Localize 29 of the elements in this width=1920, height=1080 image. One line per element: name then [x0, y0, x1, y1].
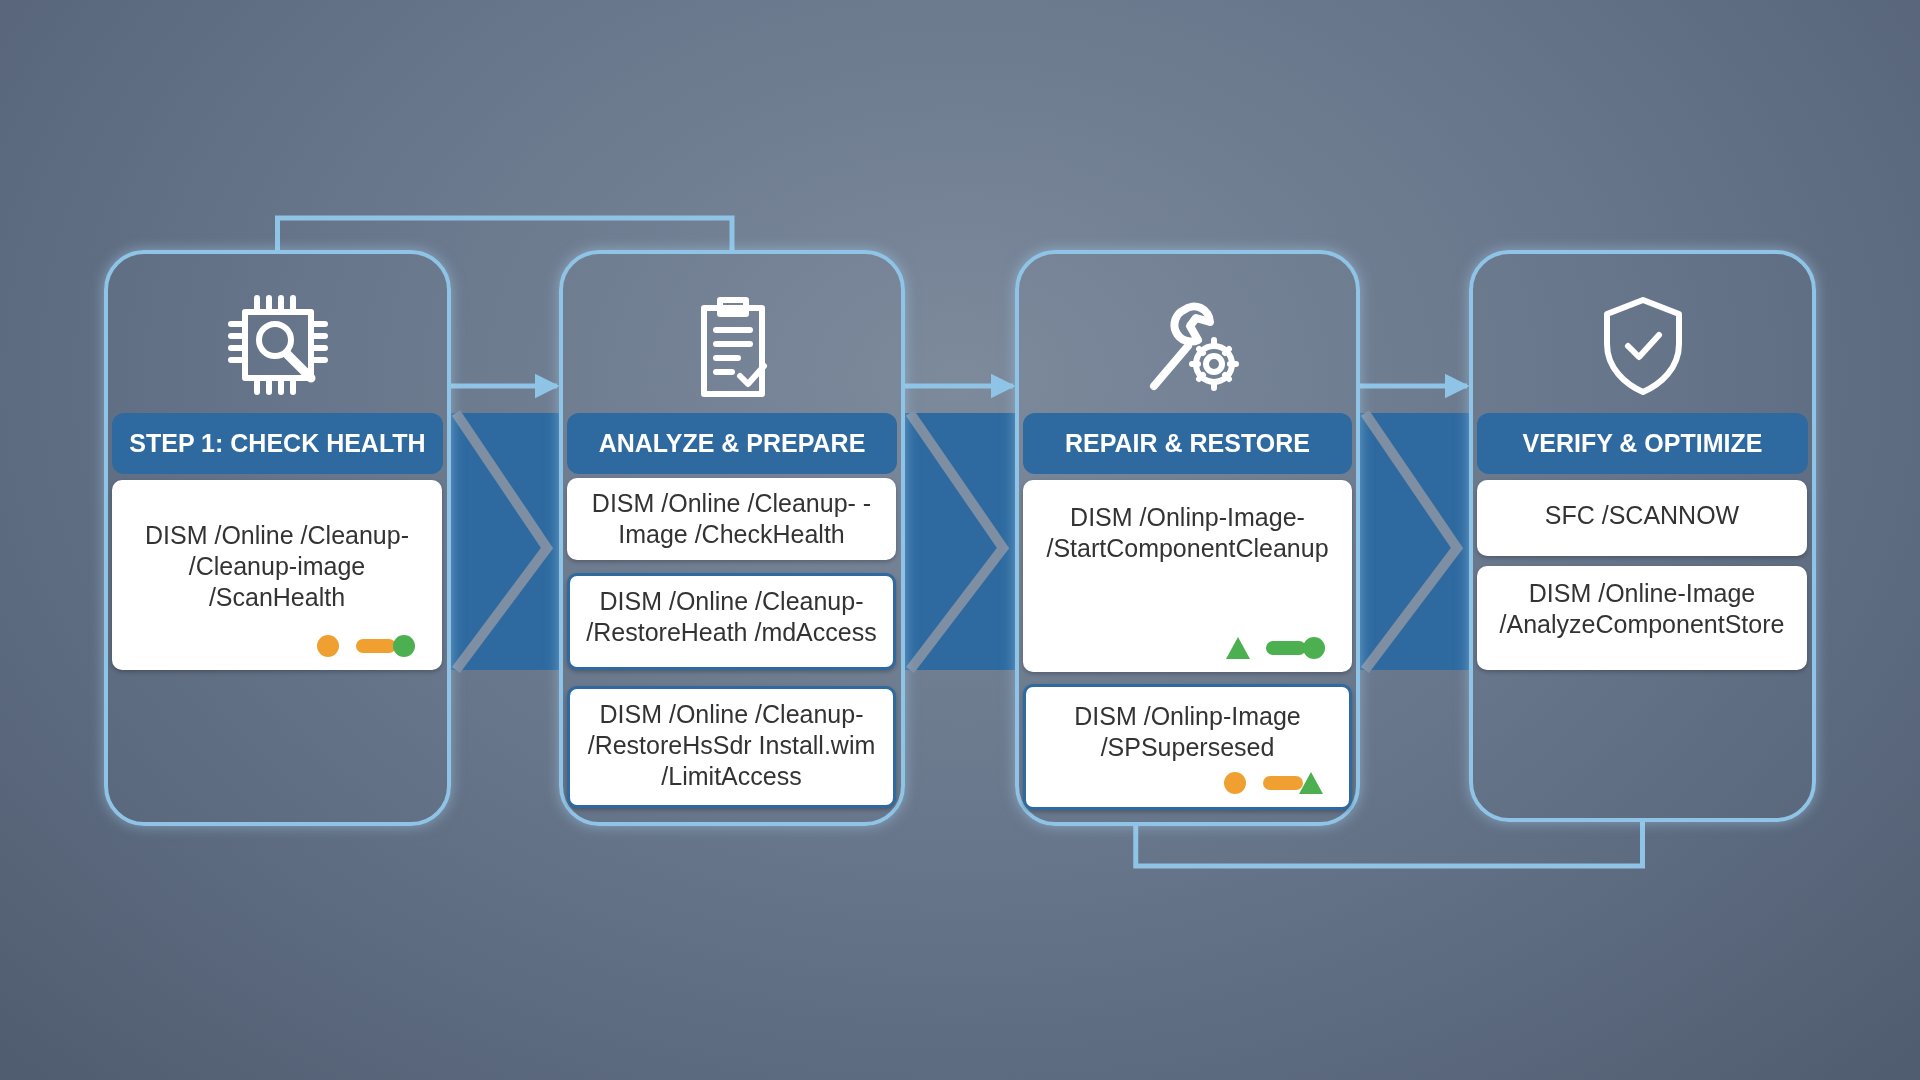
command-text: DISM /Online-Image /AnalyzeComponentStore	[1498, 578, 1786, 640]
command-text: DISM /Online /Cleanup- /RestoreHsSdr Install.wim /LimitAccess	[586, 699, 877, 792]
step-panel	[1469, 250, 1816, 822]
command-card	[567, 478, 896, 560]
step-panel	[559, 250, 905, 826]
command-text: DISM /Online /Cleanup- /Cleanup-image /ScanHealth	[144, 520, 410, 613]
connector-arrow	[1360, 373, 1470, 399]
command-text: DISM /Onlinp-Image- /StartComponentCleanup	[1045, 502, 1330, 564]
command-card	[567, 686, 896, 808]
command-card	[567, 573, 896, 670]
command-card	[1477, 480, 1807, 556]
step-heading: VERIFY & OPTIMIZE	[1477, 413, 1808, 474]
step-heading: REPAIR & RESTORE	[1023, 413, 1352, 474]
connector-line	[275, 215, 735, 250]
command-text: DISM /Onlinp-Image /SPSupersesed	[1073, 701, 1302, 763]
command-card	[1023, 684, 1352, 810]
step-heading: STEP 1: CHECK HEALTH	[112, 413, 443, 474]
command-text: DISM /Online /Cleanup- -Image /CheckHealth	[590, 488, 873, 550]
step-panel	[104, 250, 451, 826]
connector-line	[1133, 822, 1645, 869]
step-panel	[1015, 250, 1360, 826]
command-card	[112, 480, 442, 670]
command-text: SFC /SCANNOW	[1543, 500, 1741, 531]
command-text: DISM /Online /Cleanup- /RestoreHeath /mdAccess	[585, 586, 878, 648]
command-card	[1477, 566, 1807, 670]
connector-arrow	[905, 373, 1016, 399]
connector-arrow	[451, 373, 560, 399]
step-heading: ANALYZE & PREPARE	[567, 413, 897, 474]
command-card	[1023, 480, 1352, 672]
